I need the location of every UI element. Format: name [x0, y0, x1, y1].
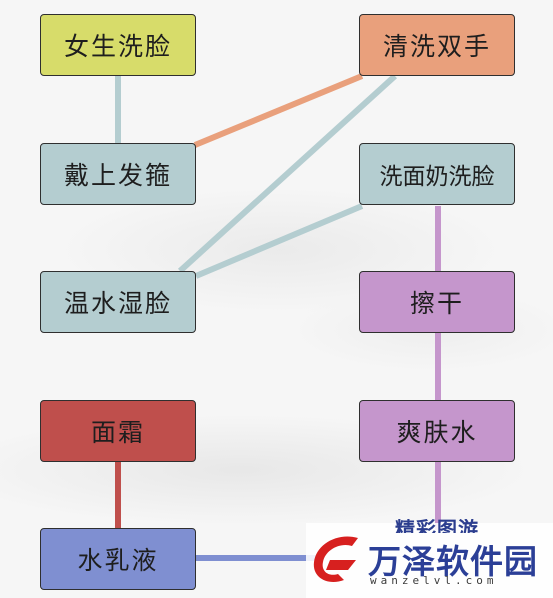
watermark-partial-text: 精彩图游 [395, 519, 479, 533]
card-lotion[interactable]: 水乳液 [40, 528, 196, 590]
card-wear-headband[interactable]: 戴上发箍 [40, 143, 196, 205]
link-cleanser-to-warm-water [194, 203, 364, 279]
card-face-cream[interactable]: 面霜 [40, 400, 196, 462]
watermark-title: 万泽软件园 [368, 542, 538, 581]
link-wash-hands-to-headband [193, 73, 364, 148]
card-wipe-dry[interactable]: 擦干 [359, 271, 515, 333]
watermark-logo-icon [313, 536, 358, 582]
card-toner[interactable]: 爽肤水 [359, 400, 515, 462]
card-warm-water-wet-face[interactable]: 温水湿脸 [40, 271, 196, 333]
card-wash-hands[interactable]: 清洗双手 [359, 14, 515, 76]
card-cleanser-wash-face[interactable]: 洗面奶洗脸 [359, 143, 515, 205]
card-female-wash-face[interactable]: 女生洗脸 [40, 14, 196, 76]
watermark-url: wanzelvl.com [370, 574, 498, 587]
link-wash-hands-to-warm-water [177, 73, 398, 274]
